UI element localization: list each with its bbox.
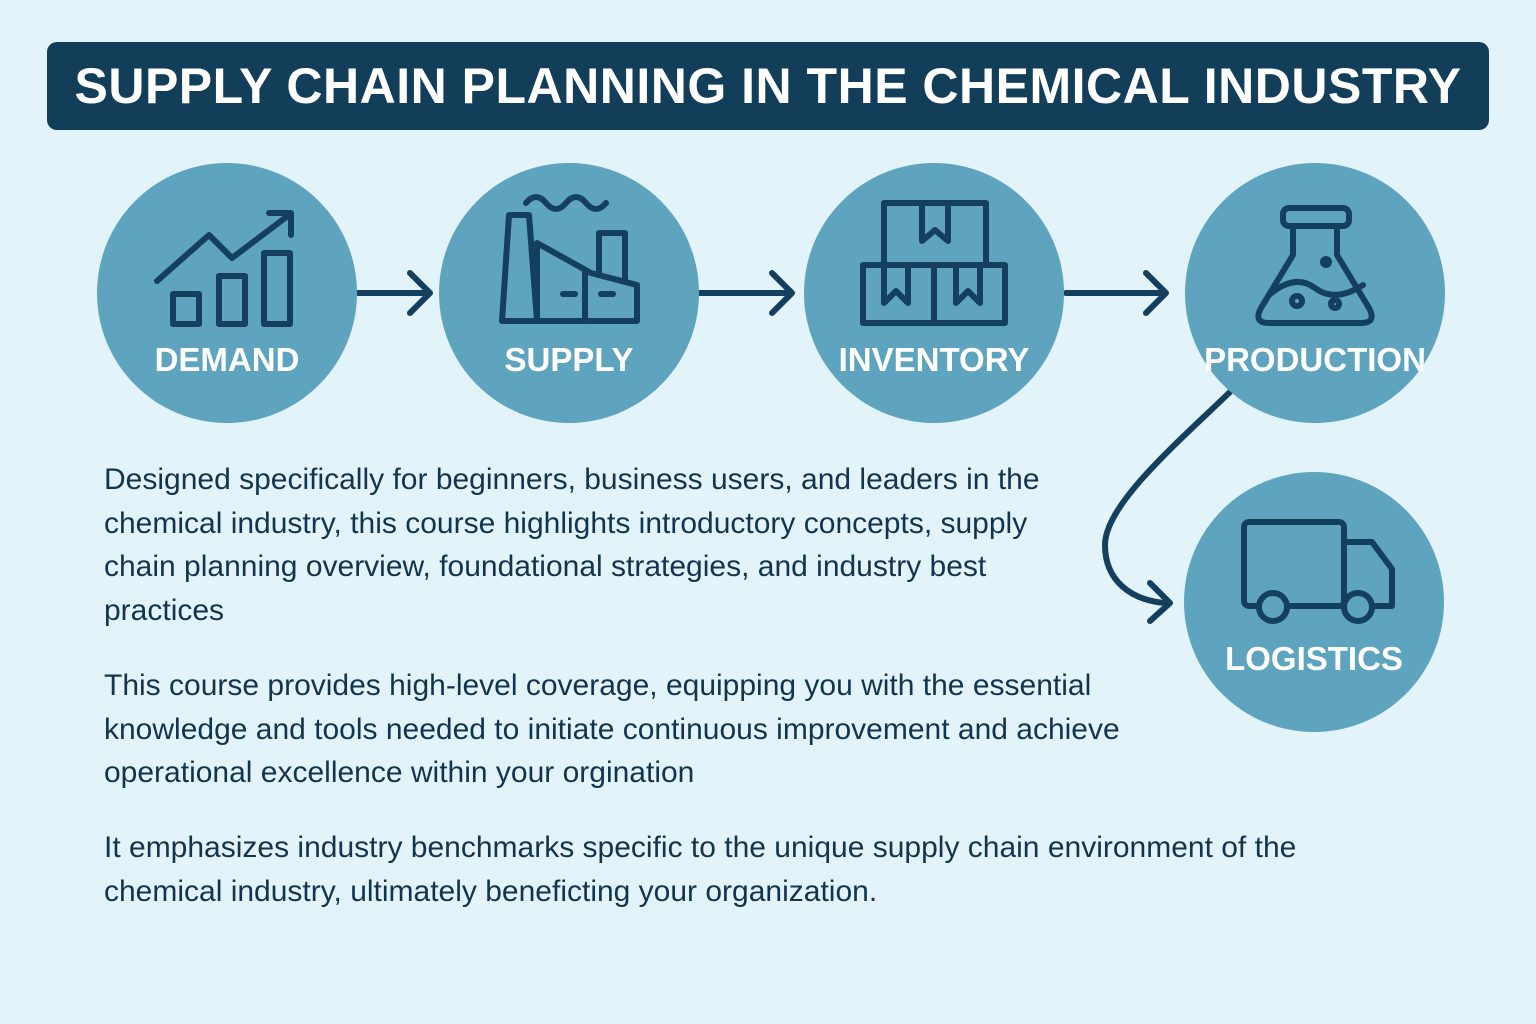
step-label-logistics: LOGISTICS xyxy=(1225,640,1403,677)
description-paragraph-1: Designed specifically for beginners, bus… xyxy=(104,463,1040,627)
arrow-inventory-production xyxy=(1063,270,1169,316)
step-label-demand: DEMAND xyxy=(154,341,300,378)
step-demand: DEMAND xyxy=(97,163,357,423)
arrow-production-logistics xyxy=(1102,389,1233,624)
description-paragraph-3: It emphasizes industry benchmarks specif… xyxy=(104,831,1297,908)
arrow-supply-inventory xyxy=(697,270,795,316)
growth-chart-icon xyxy=(154,210,294,327)
step-supply: SUPPLY xyxy=(439,163,699,423)
arrow-demand-supply xyxy=(355,270,433,316)
step-label-supply: SUPPLY xyxy=(504,341,634,378)
boxes-icon xyxy=(860,200,1008,326)
description-paragraph-2: This course provides high-level coverage… xyxy=(104,669,1120,789)
step-inventory: INVENTORY xyxy=(804,163,1064,423)
step-production: PRODUCTION xyxy=(1185,163,1445,423)
step-logistics: LOGISTICS xyxy=(1184,472,1444,732)
factory-icon xyxy=(499,194,640,324)
flask-icon xyxy=(1255,205,1375,326)
title-banner: SUPPLY CHAIN PLANNING IN THE CHEMICAL IN… xyxy=(47,42,1489,130)
page-title: SUPPLY CHAIN PLANNING IN THE CHEMICAL IN… xyxy=(74,58,1462,114)
truck-icon xyxy=(1241,519,1395,624)
step-label-inventory: INVENTORY xyxy=(838,341,1030,378)
step-label-production: PRODUCTION xyxy=(1204,341,1426,378)
